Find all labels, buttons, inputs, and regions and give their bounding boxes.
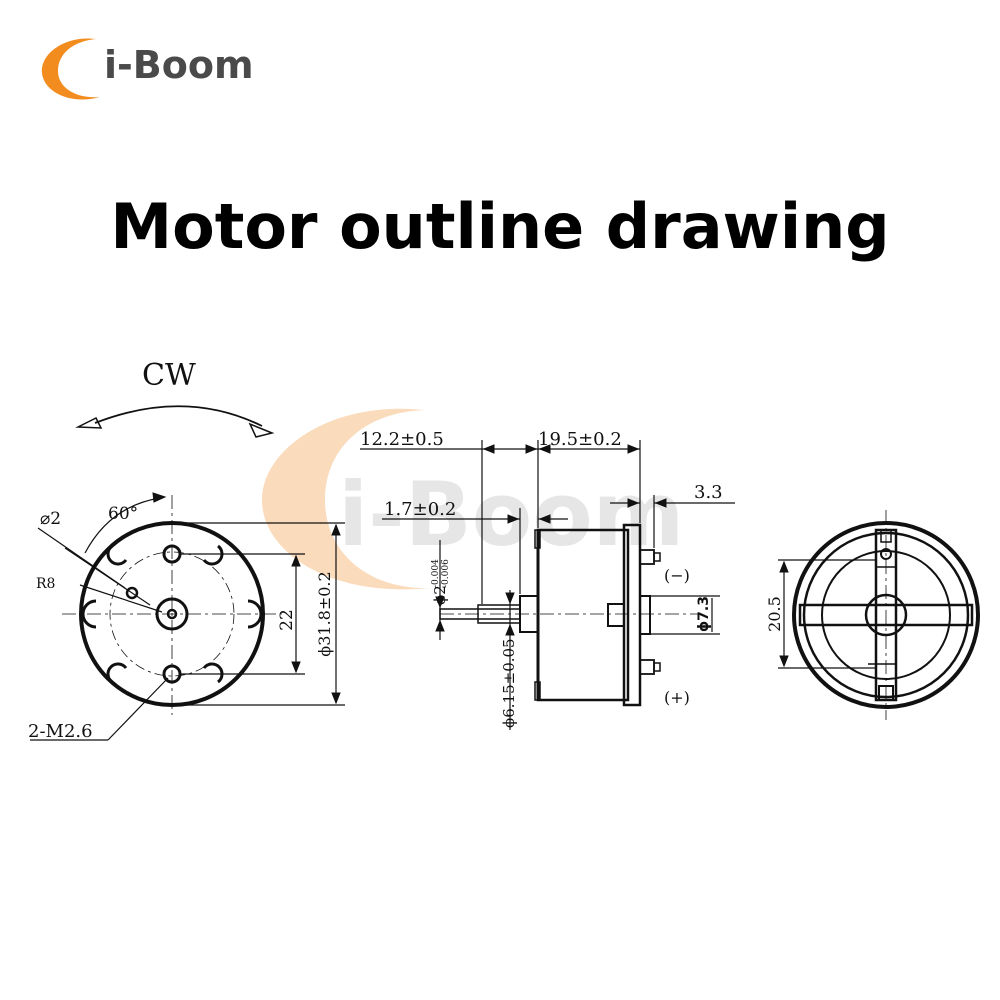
screws-label: 2-M2.6 [28, 721, 93, 742]
shaft-dia-label: ϕ2 [431, 585, 449, 605]
arrow-tail-icon [75, 416, 103, 429]
logo-crescent-icon [41, 38, 100, 100]
rotation-indicator: CW [75, 358, 275, 438]
brand-logo: i-Boom [38, 33, 254, 105]
watermark-text: i-Boom [338, 463, 684, 566]
brand-name: i-Boom [104, 43, 254, 87]
boss-dia-label: ϕ6.15±0.05 [500, 638, 518, 728]
front-view [30, 492, 345, 741]
rear-boss-dia-label: ϕ7.3 [696, 596, 712, 632]
radius-label: R8 [36, 576, 55, 592]
angle-label: 60° [108, 504, 138, 524]
watermark-crescent-icon [262, 408, 430, 590]
rotation-label: CW [142, 358, 196, 393]
hole-dia-label: ⌀2 [40, 509, 61, 529]
positive-terminal-label: (+) [664, 688, 690, 707]
shaft-length-label: 12.2±0.5 [360, 429, 444, 450]
watermark: i-Boom [262, 408, 684, 590]
shaft-tol-lower-label: -0.006 [441, 559, 451, 588]
hole-spacing-label: 22 [277, 609, 297, 631]
terminal-offset-label: 3.3 [694, 482, 723, 503]
body-dia-label: ϕ31.8±0.2 [315, 571, 334, 656]
page-title: Motor outline drawing [110, 190, 890, 263]
rear-view [778, 510, 980, 720]
side-view [360, 440, 735, 730]
rear-width-label: 20.5 [765, 596, 784, 632]
negative-terminal-label: (−) [664, 566, 690, 585]
shaft-tol-upper-label: -0.004 [431, 559, 441, 588]
boss-height-label: 1.7±0.2 [384, 499, 456, 520]
arrow-head-icon [248, 422, 275, 438]
body-length-label: 19.5±0.2 [538, 429, 622, 450]
